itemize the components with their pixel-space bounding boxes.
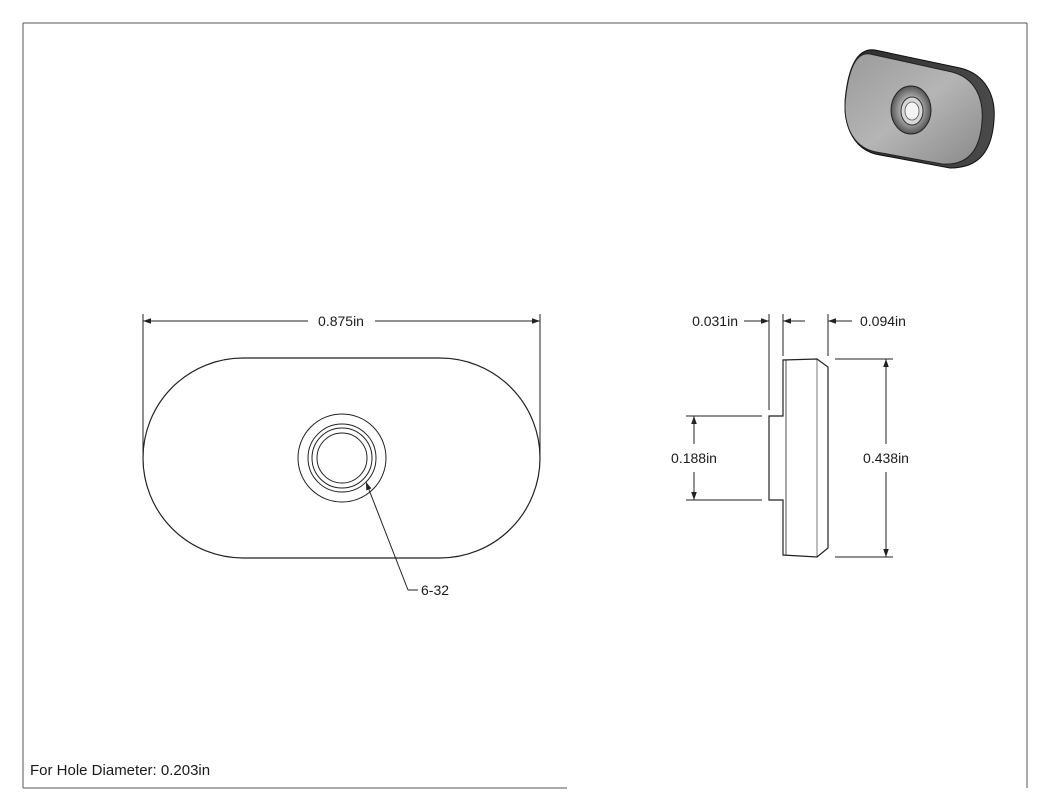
boss-height-dimension (686, 415, 762, 501)
thread-leader (365, 481, 418, 591)
plate-outline (142, 357, 541, 559)
sheet-frame (22, 22, 1028, 789)
side-profile (768, 358, 829, 558)
overall-height-dimension (835, 358, 893, 558)
plate-thickness-label: 0.094in (860, 313, 906, 329)
thread-minor-circle (316, 432, 368, 484)
width-dimension-label: 0.875in (318, 313, 364, 329)
thread-callout-label: 6-32 (421, 582, 449, 598)
flange-thickness-label: 0.031in (692, 313, 738, 329)
side-view: 0.031in 0.094in 0.188in 0.438in (671, 313, 909, 558)
counterbore-circle (297, 413, 387, 503)
width-dimension (142, 314, 541, 455)
isometric-view (844, 49, 995, 169)
overall-height-label: 0.438in (863, 450, 909, 466)
chamfer-circle (307, 423, 377, 493)
thickness-dimensions (744, 314, 852, 410)
thread-major-circle (311, 427, 373, 489)
boss-height-label: 0.188in (671, 450, 717, 466)
hole-diameter-note: For Hole Diameter: 0.203in (30, 762, 210, 779)
front-view: 0.875in 6-32 (142, 313, 541, 598)
